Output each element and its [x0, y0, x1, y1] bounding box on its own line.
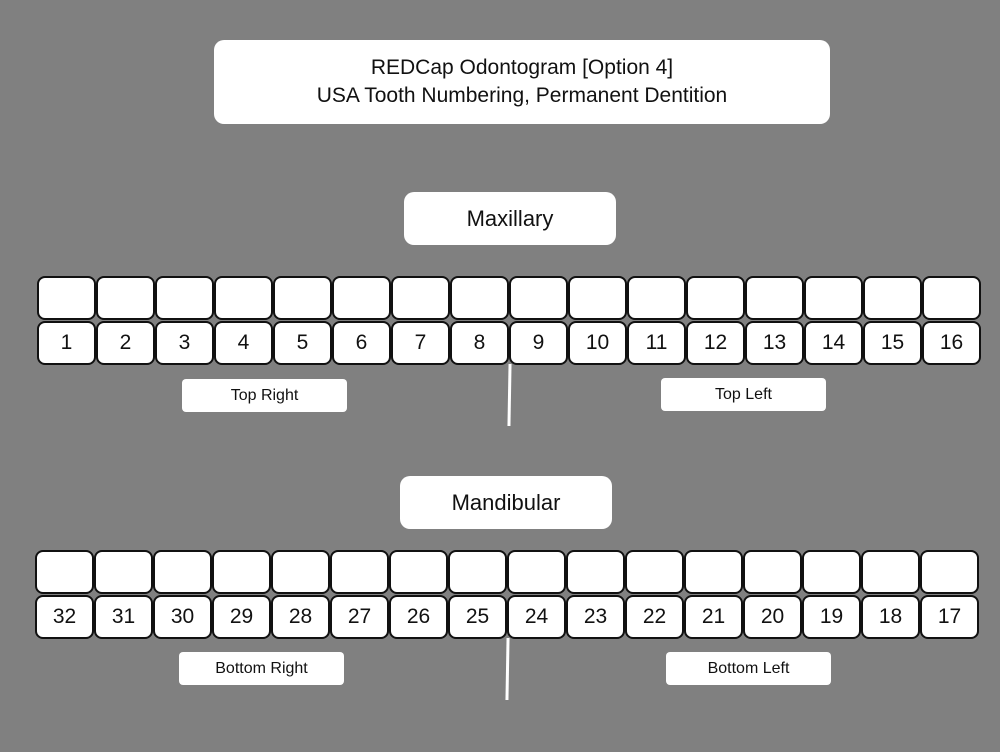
tooth-27-entry[interactable] [330, 550, 389, 594]
tooth-14-number: 14 [804, 321, 863, 365]
tooth-17-number: 17 [920, 595, 979, 639]
maxillary-entry-row [37, 276, 981, 320]
tooth-32-number: 32 [35, 595, 94, 639]
tooth-6-number: 6 [332, 321, 391, 365]
tooth-21-entry[interactable] [684, 550, 743, 594]
title-box: REDCap Odontogram [Option 4] USA Tooth N… [214, 40, 830, 124]
tooth-30-number: 30 [153, 595, 212, 639]
tooth-28-entry[interactable] [271, 550, 330, 594]
tooth-31-entry[interactable] [94, 550, 153, 594]
tooth-4-number: 4 [214, 321, 273, 365]
tooth-13-entry[interactable] [745, 276, 804, 320]
quadrant-top-left: Top Left [661, 378, 826, 411]
tooth-28-number: 28 [271, 595, 330, 639]
tooth-27-number: 27 [330, 595, 389, 639]
maxillary-label: Maxillary [404, 192, 616, 245]
tooth-10-entry[interactable] [568, 276, 627, 320]
tooth-26-number: 26 [389, 595, 448, 639]
tooth-11-number: 11 [627, 321, 686, 365]
tooth-7-number: 7 [391, 321, 450, 365]
tooth-24-entry[interactable] [507, 550, 566, 594]
tooth-9-number: 9 [509, 321, 568, 365]
tooth-9-entry[interactable] [509, 276, 568, 320]
tooth-11-entry[interactable] [627, 276, 686, 320]
tooth-20-entry[interactable] [743, 550, 802, 594]
tooth-15-number: 15 [863, 321, 922, 365]
tooth-29-entry[interactable] [212, 550, 271, 594]
tooth-2-number: 2 [96, 321, 155, 365]
tooth-1-entry[interactable] [37, 276, 96, 320]
tooth-24-number: 24 [507, 595, 566, 639]
tooth-25-entry[interactable] [448, 550, 507, 594]
tooth-7-entry[interactable] [391, 276, 450, 320]
mandibular-label: Mandibular [400, 476, 612, 529]
tooth-5-number: 5 [273, 321, 332, 365]
tooth-12-entry[interactable] [686, 276, 745, 320]
tooth-30-entry[interactable] [153, 550, 212, 594]
tooth-26-entry[interactable] [389, 550, 448, 594]
mandibular-entry-row [35, 550, 979, 594]
tooth-19-number: 19 [802, 595, 861, 639]
tooth-23-entry[interactable] [566, 550, 625, 594]
tooth-16-entry[interactable] [922, 276, 981, 320]
title-line-2: USA Tooth Numbering, Permanent Dentition [316, 84, 728, 107]
tooth-3-entry[interactable] [155, 276, 214, 320]
tooth-17-entry[interactable] [920, 550, 979, 594]
tooth-20-number: 20 [743, 595, 802, 639]
quadrant-bottom-left: Bottom Left [666, 652, 831, 685]
tooth-8-number: 8 [450, 321, 509, 365]
tooth-8-entry[interactable] [450, 276, 509, 320]
tooth-29-number: 29 [212, 595, 271, 639]
title-line-1: REDCap Odontogram [Option 4] [370, 55, 674, 79]
tooth-21-number: 21 [684, 595, 743, 639]
maxillary-midline [507, 363, 512, 427]
quadrant-bottom-right: Bottom Right [179, 652, 344, 685]
tooth-1-number: 1 [37, 321, 96, 365]
tooth-5-entry[interactable] [273, 276, 332, 320]
tooth-6-entry[interactable] [332, 276, 391, 320]
tooth-19-entry[interactable] [802, 550, 861, 594]
quadrant-top-right: Top Right [182, 379, 347, 412]
tooth-13-number: 13 [745, 321, 804, 365]
tooth-10-number: 10 [568, 321, 627, 365]
tooth-22-entry[interactable] [625, 550, 684, 594]
tooth-32-entry[interactable] [35, 550, 94, 594]
tooth-31-number: 31 [94, 595, 153, 639]
tooth-22-number: 22 [625, 595, 684, 639]
tooth-4-entry[interactable] [214, 276, 273, 320]
tooth-18-number: 18 [861, 595, 920, 639]
tooth-16-number: 16 [922, 321, 981, 365]
tooth-12-number: 12 [686, 321, 745, 365]
tooth-15-entry[interactable] [863, 276, 922, 320]
tooth-14-entry[interactable] [804, 276, 863, 320]
mandibular-midline [505, 637, 510, 701]
tooth-3-number: 3 [155, 321, 214, 365]
tooth-2-entry[interactable] [96, 276, 155, 320]
tooth-23-number: 23 [566, 595, 625, 639]
tooth-18-entry[interactable] [861, 550, 920, 594]
tooth-25-number: 25 [448, 595, 507, 639]
